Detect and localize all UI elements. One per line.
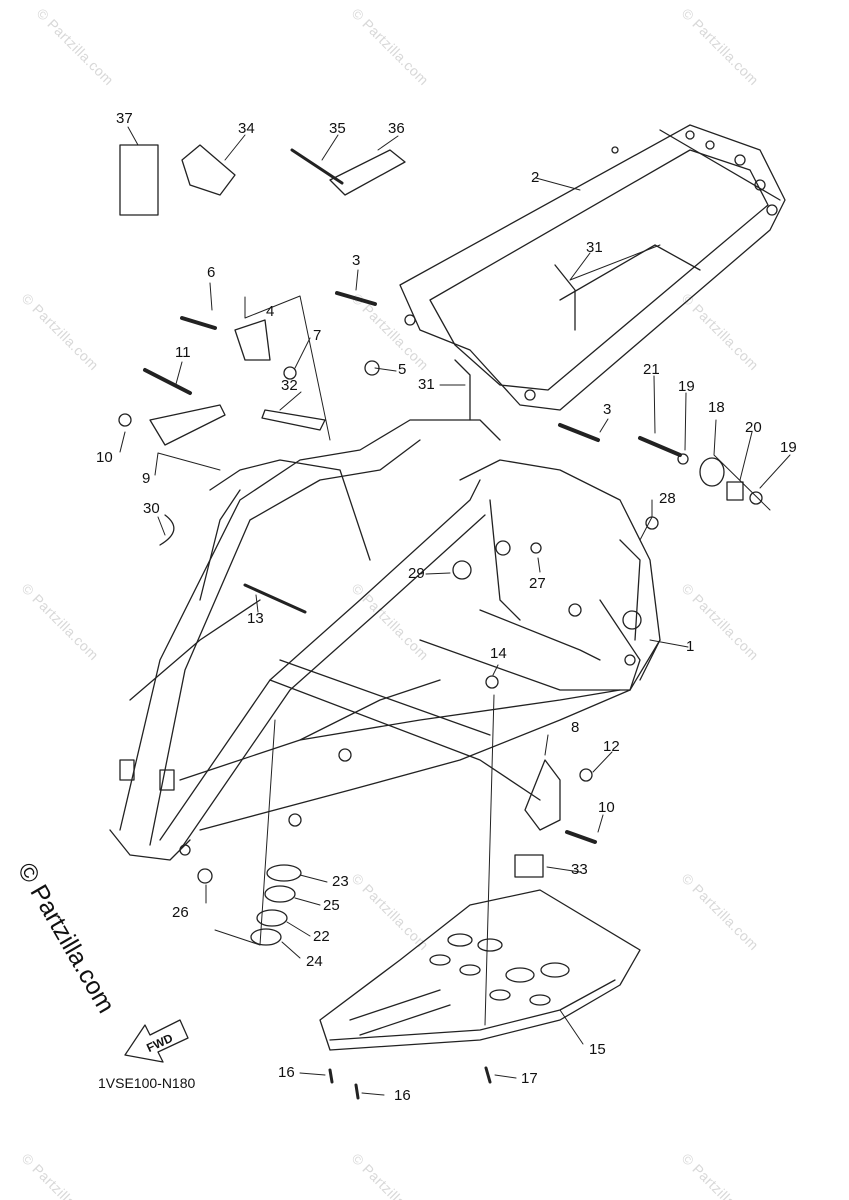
callout-label: 19 (678, 378, 695, 395)
callout-label: 15 (589, 1041, 606, 1058)
seal-23 (266, 864, 302, 882)
callout-label: 29 (408, 565, 425, 582)
bracket-8 (524, 759, 561, 831)
leader-lines (119, 126, 791, 1096)
callout-label: 5 (398, 361, 407, 378)
callout-label: 37 (116, 110, 133, 127)
bearing-22 (256, 909, 288, 927)
cap-33 (514, 854, 544, 878)
callout-label: 9 (142, 470, 151, 487)
callout-label: 10 (96, 449, 113, 466)
callout-label: 3 (352, 252, 361, 269)
callout-label: 22 (313, 928, 330, 945)
cap-27 (530, 542, 542, 554)
callout-label: 16 (394, 1087, 411, 1104)
callout-label: 24 (306, 953, 323, 970)
bolt-10a (118, 413, 132, 427)
callout-label: 23 (332, 873, 349, 890)
callout-label: 10 (598, 799, 615, 816)
callout-label: 26 (172, 904, 189, 921)
nut-14 (485, 675, 499, 689)
small-parts (118, 144, 763, 1100)
callout-label: 1 (686, 638, 695, 655)
cap-26 (197, 868, 213, 884)
washer-19a (677, 453, 689, 465)
callout-label: 8 (571, 719, 580, 736)
bolt-5 (364, 360, 380, 376)
spacer-20 (726, 481, 744, 501)
callout-label: 20 (745, 419, 762, 436)
nut-7 (283, 366, 297, 380)
bracket-9 (149, 404, 226, 446)
bolt-21 (638, 436, 682, 457)
callout-label: 19 (780, 439, 797, 456)
callout-label: 3 (603, 401, 612, 418)
bolt-17 (484, 1066, 492, 1084)
callout-label: 36 (388, 120, 405, 137)
bolt-10b (565, 830, 597, 844)
callout-label: 35 (329, 120, 346, 137)
bolt-16b (354, 1083, 360, 1100)
callout-label: 4 (266, 303, 275, 320)
washer-19b (749, 491, 763, 505)
callout-label: 32 (281, 377, 298, 394)
callout-label: 18 (708, 399, 725, 416)
callout-label: 33 (571, 861, 588, 878)
harness-31b (454, 359, 471, 421)
callout-label: 16 (278, 1064, 295, 1081)
callout-label: 25 (323, 897, 340, 914)
seal-24 (250, 928, 282, 946)
callout-label: 27 (529, 575, 546, 592)
collar-18 (699, 457, 725, 487)
callout-label: 7 (313, 327, 322, 344)
callout-label: 14 (490, 645, 507, 662)
rear-subframe (399, 124, 786, 411)
bolt-3b (558, 423, 600, 442)
callout-label: 34 (238, 120, 255, 137)
callout-label: 21 (643, 361, 660, 378)
cap-29 (452, 560, 472, 580)
bolt-3 (335, 291, 377, 306)
callout-label: 28 (659, 490, 676, 507)
clamp-32 (261, 409, 326, 431)
bearing-25 (264, 885, 296, 903)
callout-label: 11 (175, 344, 191, 361)
callout-label: 17 (521, 1070, 538, 1087)
bolt-16a (328, 1068, 334, 1084)
callout-label: 31 (586, 239, 603, 256)
main-frame (109, 419, 661, 861)
nut-28 (645, 516, 659, 530)
bolt-6 (180, 316, 217, 330)
callout-label: 30 (143, 500, 160, 517)
bolt-11 (143, 368, 192, 395)
callout-label: 13 (247, 610, 264, 627)
nut-12 (579, 768, 593, 782)
fwd-arrow-icon (124, 1019, 189, 1063)
skid-plate (319, 889, 641, 1051)
callout-label: 6 (207, 264, 216, 281)
pad-34 (181, 144, 236, 196)
bolt-13 (243, 583, 307, 614)
strap-36 (329, 149, 406, 196)
callout-label: 2 (531, 169, 540, 186)
bracket-4 (234, 319, 271, 361)
hose-30 (159, 514, 175, 546)
diagram-code: 1VSE100-N180 (98, 1075, 196, 1091)
label-37 (119, 144, 159, 216)
callout-label: 12 (603, 738, 620, 755)
harness-31a (554, 264, 576, 331)
callout-label: 31 (418, 376, 435, 393)
